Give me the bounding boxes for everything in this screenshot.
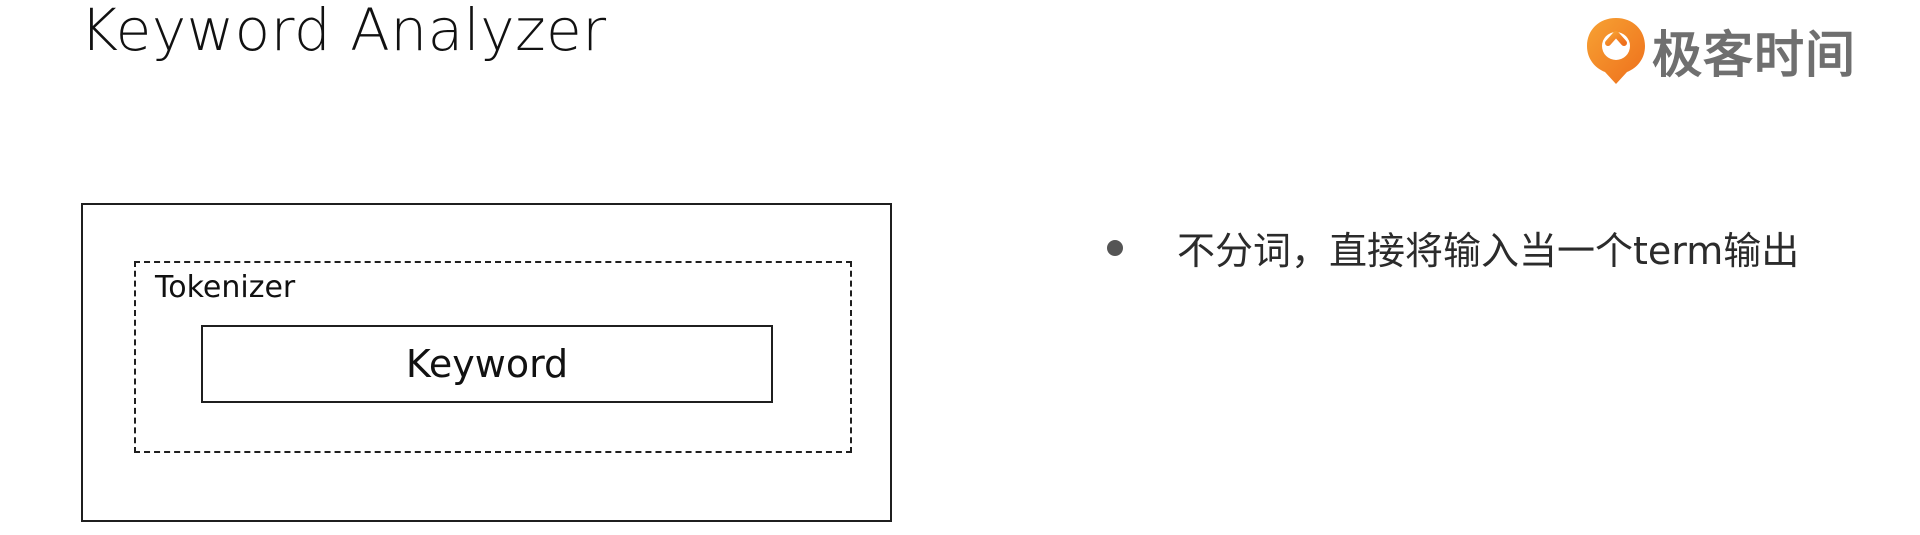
- bullet-dot-icon: [1107, 239, 1123, 256]
- keyword-label: Keyword: [405, 342, 569, 386]
- geektime-logo-icon: [1587, 18, 1645, 84]
- bullet-item: 不分词，直接将输入当一个term输出: [1107, 220, 1799, 275]
- analyzer-box: [81, 203, 892, 522]
- tokenizer-box: [134, 261, 852, 453]
- brand-logo: 极客时间: [1584, 16, 1856, 86]
- tokenizer-label: Tokenizer: [155, 270, 296, 305]
- keyword-tokenizer-box: Keyword: [201, 325, 773, 403]
- bullet-text: 不分词，直接将输入当一个term输出: [1177, 229, 1800, 273]
- logo-text: 极客时间: [1652, 26, 1856, 84]
- slide-title: Keyword Analyzer: [80, 0, 607, 64]
